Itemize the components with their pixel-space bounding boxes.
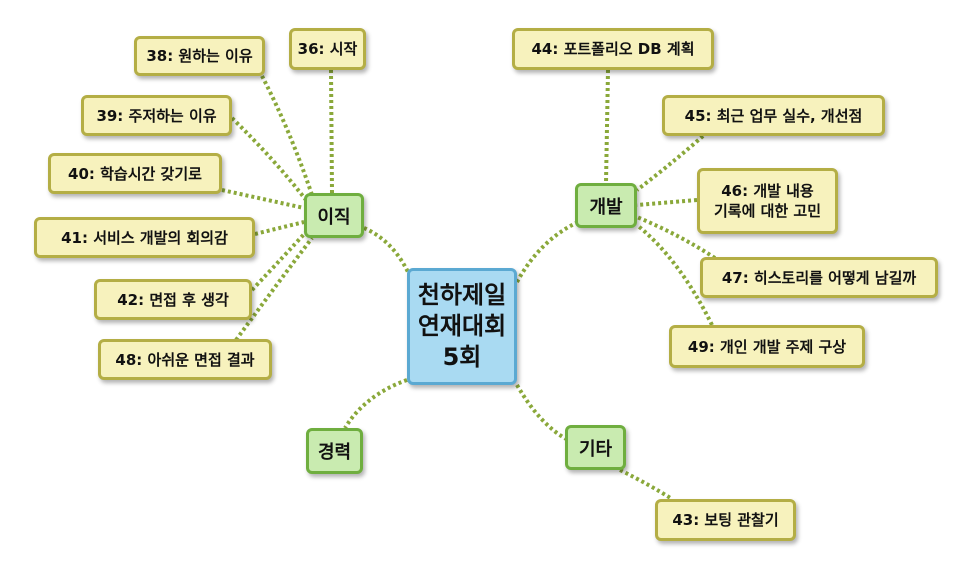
branch-gyeongryeok[interactable]: 경력 xyxy=(306,428,363,474)
leaf-41[interactable]: 41: 서비스 개발의 회의감 xyxy=(34,217,255,258)
leaf-42[interactable]: 42: 면접 후 생각 xyxy=(94,279,252,320)
link-center-ijik xyxy=(363,226,410,273)
link-ijik-48 xyxy=(234,236,314,342)
leaf-47[interactable]: 47: 히스토리를 어떻게 남길까 xyxy=(700,257,938,298)
leaf-39[interactable]: 39: 주저하는 이유 xyxy=(81,95,232,136)
link-gaebal-49 xyxy=(635,223,714,326)
leaf-45[interactable]: 45: 최근 업무 실수, 개선점 xyxy=(662,95,885,136)
branch-gita[interactable]: 기타 xyxy=(565,425,626,470)
link-ijik-42 xyxy=(250,230,308,292)
link-gaebal-46 xyxy=(636,198,698,207)
leaf-40[interactable]: 40: 학습시간 갖기로 xyxy=(48,153,222,194)
link-center-gyeongryeok xyxy=(343,378,408,430)
link-ijik-38 xyxy=(260,75,314,196)
link-gaebal-45 xyxy=(635,134,705,192)
branch-gaebal[interactable]: 개발 xyxy=(575,183,637,228)
link-ijik-41 xyxy=(254,220,305,236)
central-topic[interactable]: 천하제일 연재대회 5회 xyxy=(407,268,517,385)
link-center-gaebal xyxy=(515,220,579,283)
link-ijik-40 xyxy=(221,188,305,210)
leaf-44[interactable]: 44: 포트폴리오 DB 계획 xyxy=(512,28,714,70)
link-ijik-36 xyxy=(329,69,334,194)
leaf-43[interactable]: 43: 보팅 관찰기 xyxy=(655,499,796,541)
leaf-49[interactable]: 49: 개인 개발 주제 구상 xyxy=(669,325,865,368)
link-gita-43 xyxy=(619,468,674,501)
link-center-gita xyxy=(515,384,569,442)
link-gaebal-44 xyxy=(604,69,610,184)
link-ijik-39 xyxy=(230,116,308,202)
branch-ijik[interactable]: 이직 xyxy=(304,193,364,238)
link-gaebal-47 xyxy=(636,215,717,260)
leaf-48[interactable]: 48: 아쉬운 면접 결과 xyxy=(98,339,272,380)
leaf-38[interactable]: 38: 원하는 이유 xyxy=(134,36,265,76)
leaf-46[interactable]: 46: 개발 내용 기록에 대한 고민 xyxy=(697,168,838,234)
leaf-36[interactable]: 36: 시작 xyxy=(289,28,366,70)
